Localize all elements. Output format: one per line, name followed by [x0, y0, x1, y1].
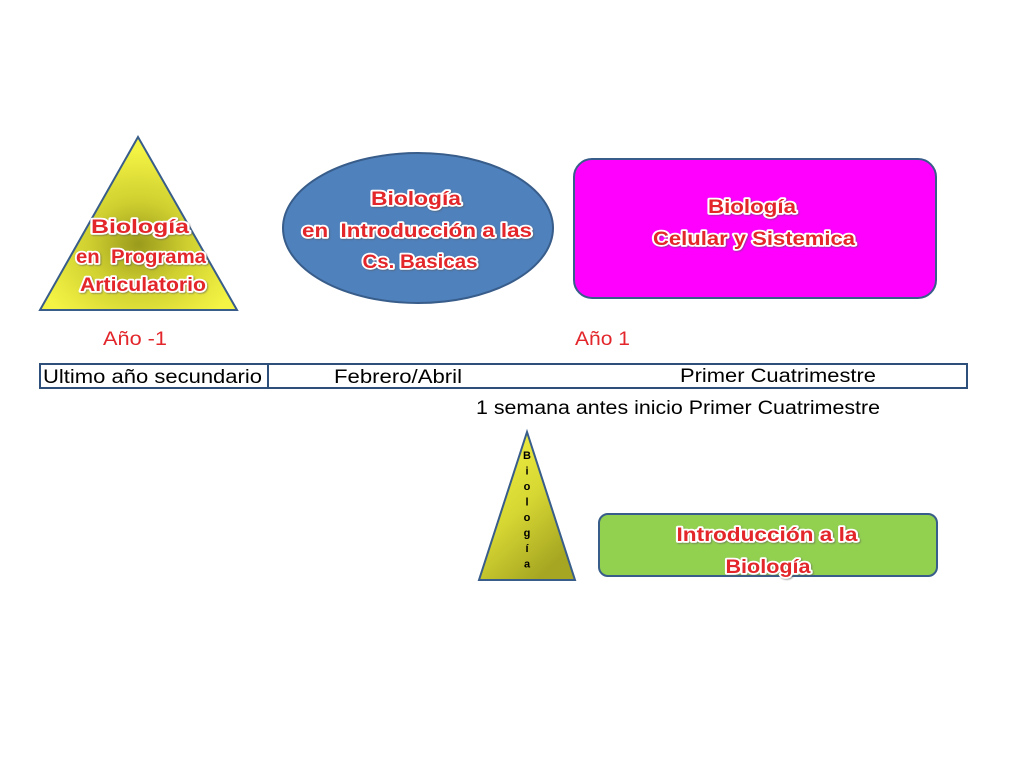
timeline-segment-febrero-abril: Febrero/Abril — [334, 367, 462, 388]
introduccion-biologia-line-2: Biología — [726, 557, 811, 578]
small-biologia-triangle — [477, 428, 577, 581]
year-label-minus-1: Año -1 — [103, 329, 167, 350]
celular-sistemica-line-1: Biología — [708, 197, 796, 218]
articulatorio-line-2: en Programa — [76, 247, 206, 268]
timeline-segment-ultimo-ano: Ultimo año secundario — [43, 367, 262, 388]
celular-sistemica-line-2: Celular y Sistemica — [653, 229, 855, 250]
small-triangle-vertical-label: Biología — [521, 450, 533, 574]
timeline-segment-primer-cuatrimestre: Primer Cuatrimestre — [680, 366, 876, 387]
cs-basicas-line-3: Cs. Basicas — [363, 252, 478, 273]
cs-basicas-line-1: Biología — [371, 189, 462, 210]
cs-basicas-ellipse-shape — [282, 152, 554, 304]
timeline-bar: Ultimo año secundario Febrero/Abril Prim… — [39, 363, 968, 389]
articulatorio-line-3: Articulatorio — [80, 275, 206, 296]
articulatorio-triangle: Biología en Programa Articulatorio — [38, 134, 239, 311]
celular-sistemica-box: Biología Celular y Sistemica — [573, 158, 937, 299]
introduccion-biologia-line-1: Introducción a la — [677, 525, 859, 546]
celular-sistemica-box-shape — [573, 158, 937, 299]
year-label-1: Año 1 — [575, 329, 630, 350]
timeline-note: 1 semana antes inicio Primer Cuatrimestr… — [476, 398, 880, 419]
cs-basicas-ellipse: Biología en Introducción a las Cs. Basic… — [282, 152, 554, 304]
introduccion-biologia-box: Introducción a la Biología — [598, 513, 938, 580]
cs-basicas-line-2: en Introducción a las — [302, 221, 532, 242]
introduccion-biologia-box-shape — [598, 513, 938, 577]
articulatorio-line-1: Biología — [91, 217, 190, 238]
articulatorio-triangle-shape — [38, 134, 239, 311]
timeline-frame — [39, 363, 968, 389]
